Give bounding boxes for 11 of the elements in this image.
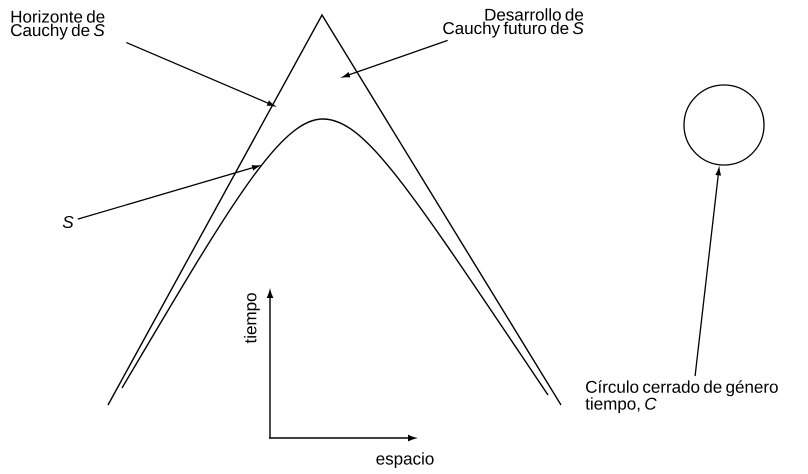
leader-line (694, 168, 721, 376)
callout-text: Desarrollo de Cauchy futuro de S (443, 8, 584, 38)
callout-text: S (62, 216, 74, 228)
leader-line (342, 40, 448, 78)
callout-text: Horizonte de Cauchy de S (11, 10, 105, 40)
leader-line (126, 42, 275, 106)
axis-label: tiempo (244, 293, 260, 344)
leader-line (78, 165, 260, 220)
circle-drawing (683, 84, 765, 166)
callout-text: Círculo cerrado de género tiempo, C (585, 380, 778, 414)
axis-label: espacio (376, 452, 434, 468)
